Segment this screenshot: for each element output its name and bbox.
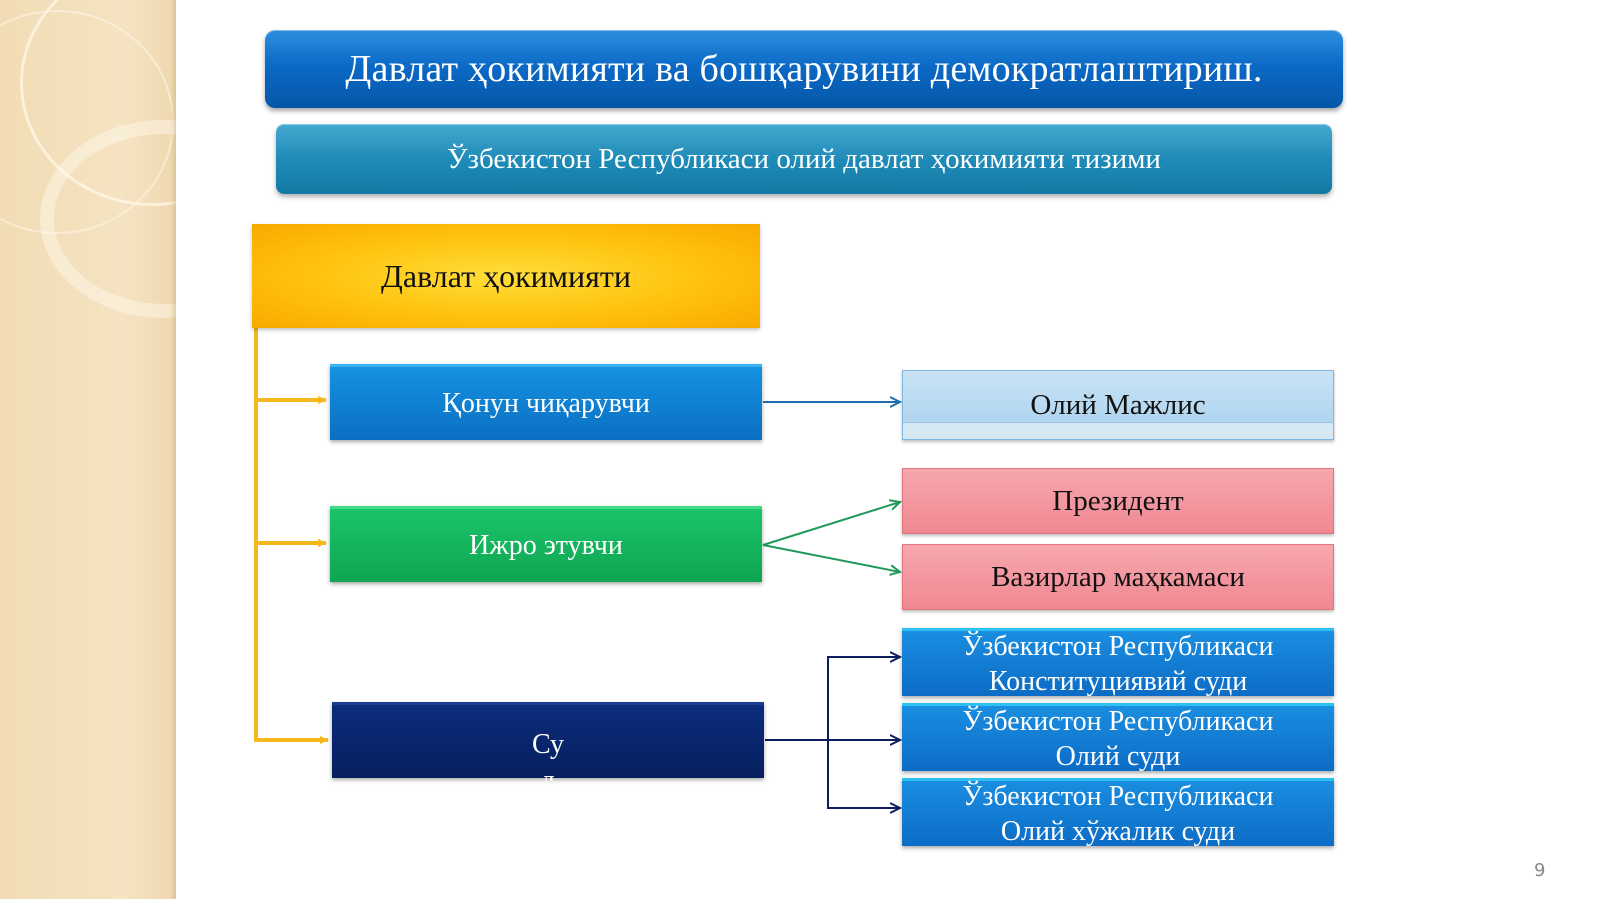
- president-box: Президент: [902, 468, 1334, 534]
- judicial-branch-label: Суд: [532, 729, 564, 781]
- supreme-economic-court-box: Ўзбекистон Республикаси Олий хўжалик суд…: [902, 778, 1334, 847]
- cabinet-of-ministers-box: Вазирлар маҳкамаси: [902, 544, 1334, 610]
- supreme-court-box: Ўзбекистон Республикаси Олий суди: [902, 703, 1334, 772]
- court-line: Олий хўжалик суди: [1000, 815, 1236, 847]
- oliy-majlis-label: Олий Мажлис: [1030, 388, 1206, 421]
- judicial-branch-box: Суд: [332, 702, 764, 781]
- court-line: Ўзбекистон Республикаси: [962, 630, 1274, 662]
- court-line: Ўзбекистон Республикаси: [962, 780, 1274, 812]
- box-underlay: [903, 422, 1333, 439]
- decorative-side-panel: [0, 0, 176, 899]
- page-number: 9: [1534, 860, 1546, 881]
- oliy-majlis-box: Олий Мажлис: [902, 370, 1334, 440]
- arrow-to-ministers: [762, 544, 900, 572]
- executive-branch-box: Ижро этувчи: [330, 506, 762, 582]
- legislative-branch-box: Қонун чиқарувчи: [330, 364, 762, 440]
- constitutional-court-box: Ўзбекистон Республикаси Конституциявий с…: [902, 628, 1334, 697]
- court-line: Олий суди: [1055, 740, 1181, 772]
- court-line: Конституциявий суди: [988, 665, 1248, 697]
- state-power-box: Давлат ҳокимияти: [252, 224, 760, 328]
- slide-subtitle: Ўзбекистон Республикаси олий давлат ҳоки…: [276, 124, 1332, 194]
- slide-title: Давлат ҳокимияти ва бошқарувини демократ…: [265, 30, 1343, 108]
- arrow-to-president: [762, 502, 900, 546]
- court-line: Ўзбекистон Республикаси: [962, 705, 1274, 737]
- court-bracket: [827, 656, 900, 809]
- panel-edge: [170, 0, 176, 899]
